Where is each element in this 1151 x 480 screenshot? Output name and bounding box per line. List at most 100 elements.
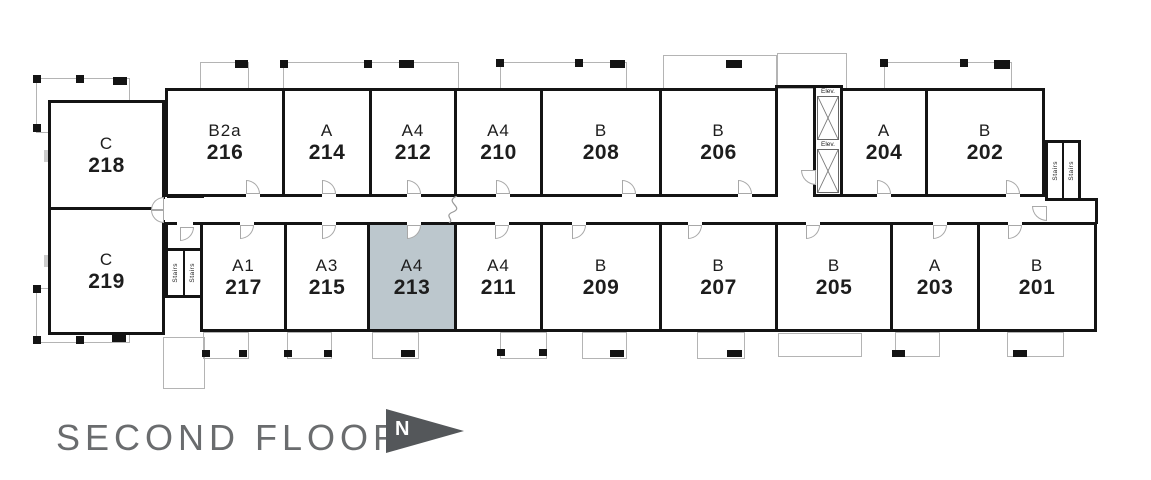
unit-number-label: 204 [865,141,903,164]
unit-number-label: 201 [1018,275,1056,299]
stairs-label: Stairs [1067,160,1075,181]
balcony-outline [500,332,547,359]
elevator-x-icon [818,150,838,192]
door-gap [322,191,336,197]
unit-type-label: B [1030,255,1044,275]
floor-title: SECOND FLOOR [56,417,405,458]
door-gap [1008,221,1022,227]
balcony-outline [287,332,332,359]
stairwell-left: Stairs Stairs [165,247,203,298]
elevator-x-icon [818,97,838,139]
elevator-cab-icon [817,149,839,193]
unit-type-label: A [928,255,942,275]
balcony-outline [663,55,777,90]
unit-number-label: 205 [815,275,853,299]
unit-number-label: 203 [916,275,954,299]
balcony-post [239,350,247,357]
unit-type-label: A [877,121,891,140]
balcony-outline [372,332,419,359]
door-gap [877,191,891,197]
balcony-post [610,60,625,68]
balcony-post [892,350,905,357]
balcony-outline [778,333,862,357]
elevator-cab-icon [817,96,839,140]
balcony-post [280,60,288,68]
unit-number-label: 209 [582,275,620,299]
balcony-outline [203,332,249,359]
unit-type-label: B [594,121,608,140]
door-gap [161,199,169,220]
elevator-label: Elev. [821,141,835,148]
balcony-post [113,77,127,85]
balcony-post [76,75,84,83]
balcony-post [33,124,41,132]
balcony-post [33,75,41,83]
door-gap [322,221,336,227]
unit-type-label: B [712,255,725,275]
balcony-post [284,350,292,357]
corridor-break-icon [448,196,458,223]
balcony-post [399,60,414,68]
door-gap [496,191,510,197]
door-gap [246,191,260,197]
unit-number-label: 216 [206,141,244,164]
wall-segment [775,85,818,88]
door-gap [806,221,820,227]
balcony-post [726,60,742,68]
door-arc-icon [801,170,816,185]
balcony-post [1013,350,1027,357]
balcony-post [112,334,126,342]
door-gap [240,221,254,227]
unit-number-label: 215 [308,275,346,299]
stair-flight: Stairs [1048,143,1062,198]
unit-type-label: A3 [315,255,339,275]
unit-number-label: 210 [480,141,517,164]
unit-type-label: B [978,121,992,140]
unit-type-label: A4 [401,121,425,140]
door-gap [933,221,947,227]
balcony-outline [163,337,205,389]
balcony-post [364,60,372,68]
door-arc-icon [151,197,164,210]
unit-type-label: C [99,133,114,153]
unit-type-label: B [712,121,725,140]
unit-type-label: A4 [400,255,424,275]
balcony-post [496,59,504,67]
wall-segment [1095,198,1098,224]
unit-number-label: 217 [225,275,262,299]
door-gap [407,221,421,227]
unit-type-label: B [827,255,841,275]
unit-type-label: B2a [208,121,242,140]
balcony-post [202,350,210,357]
stair-flight: Stairs [168,250,183,295]
balcony-post [880,59,888,67]
balcony-post [324,350,332,357]
unit-type-label: A1 [232,255,255,275]
stairs-label: Stairs [1051,160,1059,181]
balcony-post [235,60,248,68]
door-gap [495,221,509,227]
balcony-post [33,285,41,293]
north-arrow-icon [386,409,464,453]
window-marker [44,150,48,162]
stair-flight: Stairs [183,250,200,295]
balcony-outline [582,332,627,359]
stair-flight: Stairs [1062,143,1078,198]
